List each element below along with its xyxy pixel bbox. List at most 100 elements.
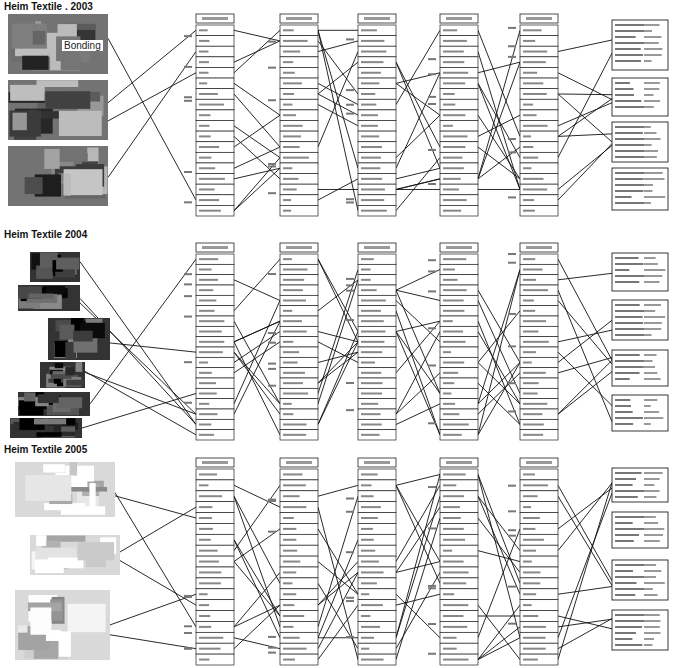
cell	[280, 285, 318, 295]
cell	[520, 357, 558, 367]
cell	[358, 163, 396, 174]
cell-mark	[443, 561, 464, 563]
cell	[520, 110, 558, 121]
cell-mark	[361, 582, 377, 584]
cell	[520, 419, 558, 429]
header-mark	[526, 17, 552, 20]
cell-mark	[361, 61, 383, 63]
side-mark	[508, 485, 516, 487]
cell	[358, 57, 396, 68]
header-mark	[286, 17, 312, 20]
link-line	[558, 483, 612, 660]
photo-patch	[43, 464, 65, 472]
cell-mark	[283, 473, 303, 475]
cell	[520, 399, 558, 409]
cell-mark	[361, 403, 378, 405]
cell-mark	[361, 178, 382, 180]
cell	[440, 174, 478, 185]
cell	[520, 578, 558, 589]
cell-mark	[523, 300, 534, 302]
cell	[280, 621, 318, 632]
cell-mark	[283, 362, 298, 364]
link-line	[558, 358, 612, 373]
cell-mark	[443, 289, 467, 291]
summary-mark	[644, 588, 653, 590]
summary-mark	[644, 156, 657, 158]
link-line	[396, 83, 440, 115]
cell-mark	[443, 528, 464, 530]
summary-mark	[644, 310, 655, 312]
cell-mark	[361, 495, 374, 497]
summary-mark	[615, 423, 633, 425]
cell-mark	[523, 495, 538, 497]
side-mark	[184, 35, 192, 37]
cell	[196, 46, 234, 57]
cell	[520, 545, 558, 556]
cell-mark	[283, 582, 292, 584]
cell-mark	[523, 393, 538, 395]
cell	[196, 654, 234, 665]
link-line	[478, 496, 520, 550]
cell-mark	[283, 561, 300, 563]
column-header	[196, 14, 234, 23]
cell-mark	[283, 199, 291, 201]
cell	[358, 152, 396, 163]
summary-mark	[644, 378, 661, 380]
photo-patch	[29, 294, 54, 299]
cell-mark	[361, 320, 384, 322]
cell	[440, 545, 478, 556]
cell	[358, 195, 396, 206]
cell	[358, 419, 396, 429]
cell-mark	[523, 40, 535, 42]
side-mark	[346, 319, 354, 321]
side-mark	[428, 103, 436, 105]
summary-mark	[644, 570, 661, 572]
link-line	[318, 259, 358, 331]
cell	[196, 152, 234, 163]
link-line	[318, 529, 358, 594]
summary-mark	[615, 322, 643, 324]
side-mark	[268, 41, 276, 43]
header-mark	[364, 17, 390, 20]
summary-mark	[615, 94, 634, 96]
cell	[196, 110, 234, 121]
header-mark	[364, 461, 390, 464]
cell	[358, 295, 396, 305]
summary-mark	[615, 138, 645, 140]
cell	[280, 611, 318, 622]
side-mark	[184, 66, 192, 68]
side-mark	[184, 316, 192, 318]
cell	[280, 78, 318, 89]
summary-mark	[615, 588, 645, 590]
cell-mark	[283, 615, 304, 617]
cell	[280, 89, 318, 100]
cell	[280, 25, 318, 36]
summary-mark	[644, 516, 656, 518]
cell-mark	[283, 135, 301, 137]
photo-patch	[22, 56, 48, 70]
column-header	[358, 458, 396, 467]
side-mark	[268, 499, 276, 501]
link-line	[478, 627, 520, 660]
cell-mark	[443, 539, 465, 541]
cell	[520, 480, 558, 491]
cell-mark	[199, 372, 212, 374]
summary-mark	[644, 534, 663, 536]
link-line	[478, 62, 520, 179]
cell-mark	[443, 484, 456, 486]
link-line	[234, 572, 280, 626]
cell-mark	[199, 362, 208, 364]
cell-mark	[523, 135, 531, 137]
cell-mark	[283, 82, 302, 84]
cell	[358, 643, 396, 654]
cell	[280, 502, 318, 513]
summary-mark	[615, 60, 641, 62]
cell	[196, 513, 234, 524]
cell	[280, 184, 318, 195]
cell-mark	[523, 528, 535, 530]
summary-box	[612, 253, 668, 291]
cell-mark	[199, 104, 224, 106]
cell-mark	[283, 310, 292, 312]
cell	[440, 409, 478, 419]
